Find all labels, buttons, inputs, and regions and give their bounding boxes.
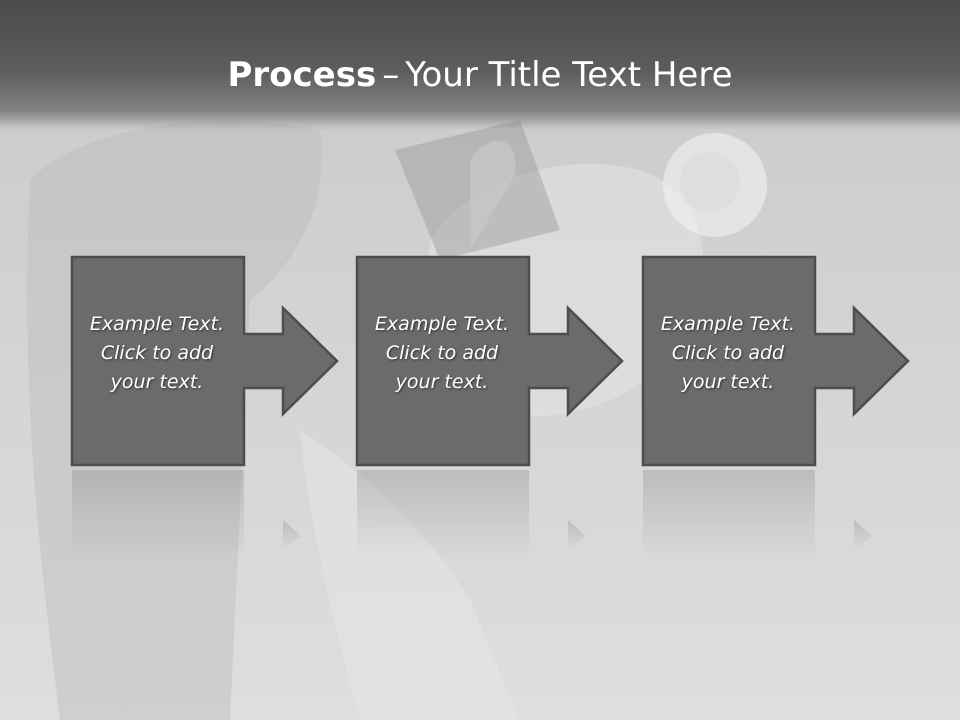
- title-bold: Process: [227, 55, 377, 95]
- step-reflection: [357, 470, 586, 560]
- step-reflection: [72, 470, 301, 560]
- step-text[interactable]: Example Text. Click to add your text.: [642, 310, 814, 397]
- step-text-line-2: Click to add: [385, 342, 499, 364]
- step-text-line-1: Example Text.: [660, 313, 796, 335]
- process-step-3[interactable]: Example Text. Click to add your text.: [641, 255, 912, 468]
- title-bar: [0, 0, 960, 130]
- process-step-1[interactable]: Example Text. Click to add your text.: [70, 255, 341, 468]
- step-reflection: [643, 470, 872, 560]
- step-shape: [355, 255, 624, 467]
- step-shape: [641, 255, 910, 467]
- step-shape: [70, 255, 339, 467]
- step-text-line-2: Click to add: [100, 342, 214, 364]
- title-rest: Your Title Text Here: [405, 55, 733, 95]
- slide-title[interactable]: Process–Your Title Text Here: [0, 50, 960, 100]
- step-text-line-3: your text.: [681, 371, 775, 393]
- step-text[interactable]: Example Text. Click to add your text.: [356, 310, 528, 397]
- step-text[interactable]: Example Text. Click to add your text.: [71, 310, 243, 397]
- step-text-line-3: your text.: [395, 371, 489, 393]
- step-text-line-2: Click to add: [671, 342, 785, 364]
- process-step-2[interactable]: Example Text. Click to add your text.: [355, 255, 626, 468]
- step-text-line-3: your text.: [110, 371, 204, 393]
- step-text-line-1: Example Text.: [374, 313, 510, 335]
- title-separator: –: [382, 55, 400, 95]
- step-text-line-1: Example Text.: [89, 313, 225, 335]
